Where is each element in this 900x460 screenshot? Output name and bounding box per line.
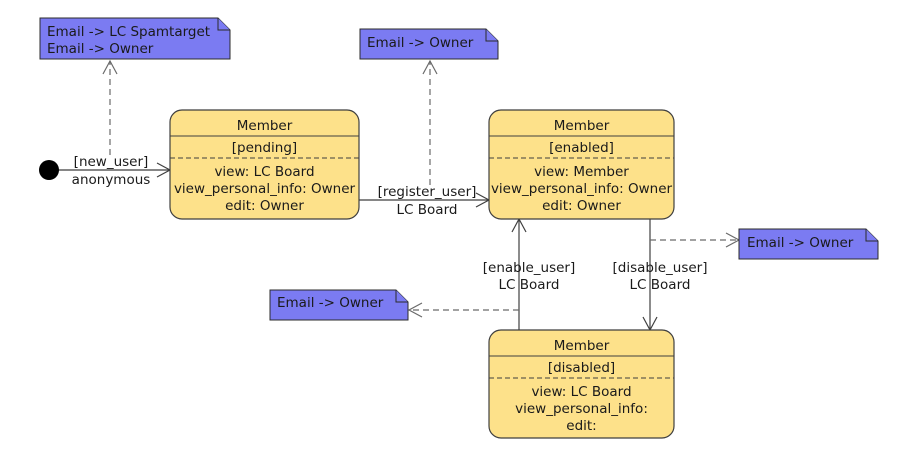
register-actor-label: LC Board [397, 202, 458, 218]
state-pending-line: view_personal_info: Owner [174, 181, 356, 197]
state-enabled-line: view_personal_info: Owner [491, 181, 673, 197]
state-enabled: Member [enabled] view: Member view_perso… [488, 109, 675, 220]
register-guard-label: [register_user] [378, 184, 477, 200]
state-pending-title: Member [237, 118, 293, 134]
note-new-user-fold [217, 18, 230, 31]
initial-actor-label: anonymous [72, 172, 151, 188]
note-enable-line: Email -> Owner [277, 295, 384, 311]
note-link-register-arrowhead [422, 59, 438, 75]
state-disabled-status: [disabled] [548, 360, 615, 376]
note-register: Email -> Owner [359, 28, 499, 60]
note-disable-fold [865, 229, 878, 242]
state-disabled-line: view: LC Board [531, 384, 631, 400]
note-new-user-line: Email -> Owner [47, 41, 154, 57]
note-disable-shape [738, 228, 879, 260]
initial-guard-label: [new_user] [74, 154, 149, 170]
initial-state-node [39, 160, 59, 180]
note-register-shape [359, 28, 499, 60]
edges [58, 59, 741, 332]
state-disabled-title: Member [554, 338, 610, 354]
note-new-user: Email -> LC Spamtarget Email -> Owner [39, 17, 231, 60]
note-disable-line: Email -> Owner [747, 235, 854, 251]
state-pending-line: view: LC Board [214, 164, 314, 180]
state-disabled-line: edit: [566, 418, 596, 434]
note-new-user-line: Email -> LC Spamtarget [47, 24, 210, 40]
state-enabled-line: edit: Owner [542, 198, 621, 214]
note-link-new-user-arrowhead [102, 59, 118, 75]
note-link-enable-arrowhead [407, 302, 423, 318]
state-enabled-line: view: Member [534, 164, 629, 180]
transition-labels: [new_user] anonymous [register_user] LC … [72, 154, 708, 293]
note-enable-fold [395, 290, 408, 303]
state-disabled: Member [disabled] view: LC Board view_pe… [488, 329, 675, 439]
state-pending-line: edit: Owner [225, 198, 304, 214]
note-disable: Email -> Owner [738, 228, 879, 260]
state-enabled-box [488, 109, 675, 220]
state-disabled-box [488, 329, 675, 439]
note-register-line: Email -> Owner [367, 35, 474, 51]
state-disabled-line: view_personal_info: [515, 401, 648, 417]
disable-guard-label: [disable_user] [613, 260, 708, 276]
enable-actor-label: LC Board [499, 277, 560, 293]
state-enabled-title: Member [554, 118, 610, 134]
state-pending-status: [pending] [232, 140, 297, 156]
state-enabled-status: [enabled] [549, 140, 614, 156]
disable-actor-label: LC Board [630, 277, 691, 293]
note-register-fold [485, 29, 498, 42]
note-enable-shape [269, 289, 409, 321]
enable-guard-label: [enable_user] [483, 260, 576, 276]
note-new-user-shape [39, 17, 231, 60]
state-pending: Member [pending] view: LC Board view_per… [169, 109, 360, 220]
note-enable: Email -> Owner [269, 289, 409, 321]
state-pending-box [169, 109, 360, 220]
